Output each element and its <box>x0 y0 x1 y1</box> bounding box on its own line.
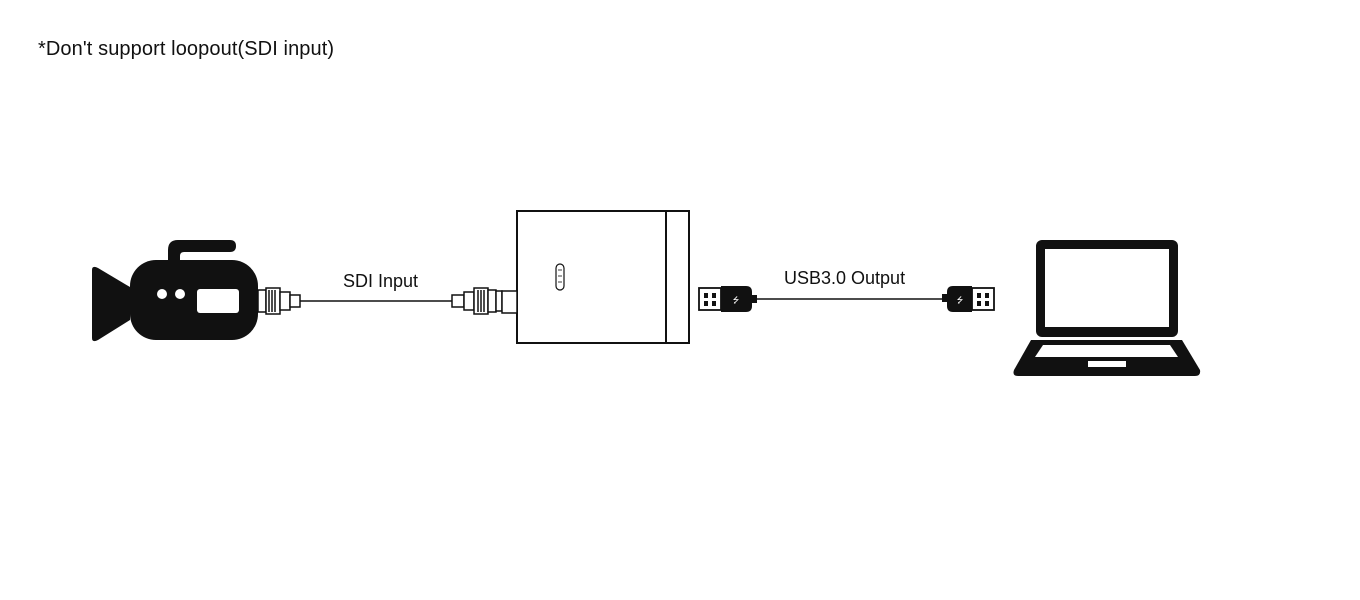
footnote-text: *Don't support loopout(SDI input) <box>38 38 335 60</box>
video-camera-icon <box>92 240 258 342</box>
svg-text:⭍: ⭍ <box>957 296 964 305</box>
sdi-input-label: SDI Input <box>343 271 419 291</box>
usb-output-label: USB3.0 Output <box>784 268 906 288</box>
usb-plug-icon: ⭍ <box>942 286 995 312</box>
bnc-connector-icon <box>257 287 301 315</box>
svg-text:⭍: ⭍ <box>733 296 740 305</box>
laptop-icon <box>1013 240 1201 376</box>
usb-plug-icon: ⭍ <box>698 286 757 312</box>
bnc-connector-icon <box>451 287 503 315</box>
capture-box-icon <box>501 210 690 344</box>
